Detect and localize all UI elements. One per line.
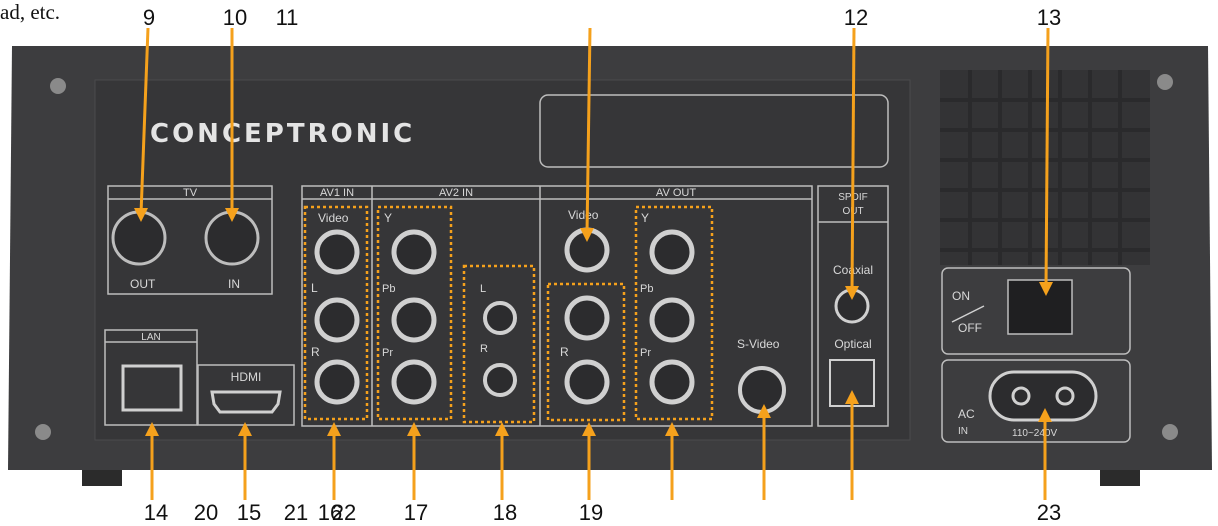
- rca-jack: [314, 297, 360, 343]
- right-foot: [1100, 470, 1140, 486]
- callout-16: 16: [318, 500, 342, 525]
- av2-l-label: L: [480, 283, 486, 295]
- av-out-pb-label: Pb: [640, 283, 653, 295]
- av2-pr-label: Pr: [382, 347, 393, 359]
- voltage-label: 110~240V: [1012, 428, 1057, 439]
- callout-13: 13: [1037, 5, 1061, 30]
- power-switch: [1007, 279, 1073, 335]
- av-out-label: AV OUT: [656, 187, 696, 199]
- tv-out-label: OUT: [130, 277, 156, 291]
- optical-label: Optical: [834, 337, 871, 351]
- rca-jack: [391, 359, 437, 405]
- callout-15: 15: [237, 500, 261, 525]
- av1-video-label: Video: [318, 211, 349, 225]
- pointer-lines: [134, 27, 1053, 500]
- rca-jack: [649, 229, 695, 275]
- svideo-port: [738, 366, 786, 414]
- rca-jack: [649, 297, 695, 343]
- callout-9: 9: [143, 5, 155, 30]
- av1-in-label: AV1 IN: [320, 187, 354, 199]
- callout-20: 20: [194, 500, 218, 525]
- ac-pin: [1011, 386, 1031, 406]
- av2-r-label: R: [480, 343, 488, 355]
- screw-icon: [1157, 74, 1173, 90]
- av1-r-label: R: [311, 345, 320, 359]
- brand-logo: CONCEPTRONIC: [150, 119, 415, 149]
- callout-12: 12: [844, 5, 868, 30]
- ac-pin: [1055, 386, 1075, 406]
- tv-out-connector: [111, 210, 167, 266]
- av2-audio-jacks: [483, 301, 517, 397]
- screws: [35, 74, 1178, 440]
- rca-jack: [391, 297, 437, 343]
- display-window: [539, 94, 889, 168]
- rca-jack: [314, 229, 360, 275]
- rca-jack: [483, 301, 517, 335]
- av-out-pr-label: Pr: [640, 347, 651, 359]
- group-box-16: [303, 205, 369, 421]
- svideo-label: S-Video: [737, 337, 780, 351]
- group-box-av-out-component: [634, 205, 714, 421]
- rca-jack: [564, 295, 610, 341]
- av2-y-label: Y: [384, 211, 392, 225]
- group-box-17: [376, 205, 453, 421]
- callout-22: 22: [332, 500, 356, 525]
- on-label: ON: [952, 289, 970, 303]
- hdmi-label: HDMI: [231, 370, 262, 384]
- off-label: OFF: [958, 321, 982, 335]
- av-out-y-label: Y: [641, 211, 649, 225]
- callout-21: 21: [284, 500, 308, 525]
- av1-l-label: L: [311, 281, 318, 295]
- text-snippet: ad, etc.: [0, 0, 61, 24]
- group-box-18: [462, 264, 536, 424]
- av-out-component-jacks: [649, 229, 695, 405]
- callout-23: 23: [1037, 500, 1061, 525]
- av-out-audio-jacks: [564, 295, 610, 405]
- callout-10: 10: [223, 5, 247, 30]
- av2-in-label: AV2 IN: [439, 187, 473, 199]
- rca-jack: [649, 359, 695, 405]
- screw-icon: [50, 78, 66, 94]
- av1-jacks: [314, 229, 360, 405]
- callout-17: 17: [404, 500, 428, 525]
- hdmi-port: [210, 390, 282, 414]
- rca-jack: [483, 363, 517, 397]
- rca-jack: [314, 359, 360, 405]
- av-section: [301, 185, 813, 427]
- ac-in-label: IN: [958, 426, 968, 437]
- lan-port: [121, 364, 183, 412]
- screw-icon: [1162, 424, 1178, 440]
- callout-18: 18: [493, 500, 517, 525]
- av2-pb-label: Pb: [382, 283, 395, 295]
- ac-in-section: [941, 359, 1131, 443]
- callout-14: 14: [144, 500, 168, 525]
- screw-icon: [35, 424, 51, 440]
- rca-jack: [391, 229, 437, 275]
- tv-section: [107, 185, 273, 295]
- group-box-19: [546, 282, 626, 422]
- tv-in-label: IN: [228, 277, 240, 291]
- ac-label: AC: [958, 407, 975, 421]
- av2-jacks: [391, 229, 437, 405]
- av-out-r-label: R: [560, 345, 569, 359]
- callout-11: 11: [276, 5, 299, 30]
- power-switch-section: [941, 267, 1131, 355]
- av-out-video-label: Video: [568, 208, 599, 222]
- callout-19: 19: [579, 500, 603, 525]
- rca-jack: [564, 359, 610, 405]
- lan-label: LAN: [141, 332, 160, 343]
- left-foot: [82, 470, 122, 486]
- tv-label: TV: [183, 187, 198, 199]
